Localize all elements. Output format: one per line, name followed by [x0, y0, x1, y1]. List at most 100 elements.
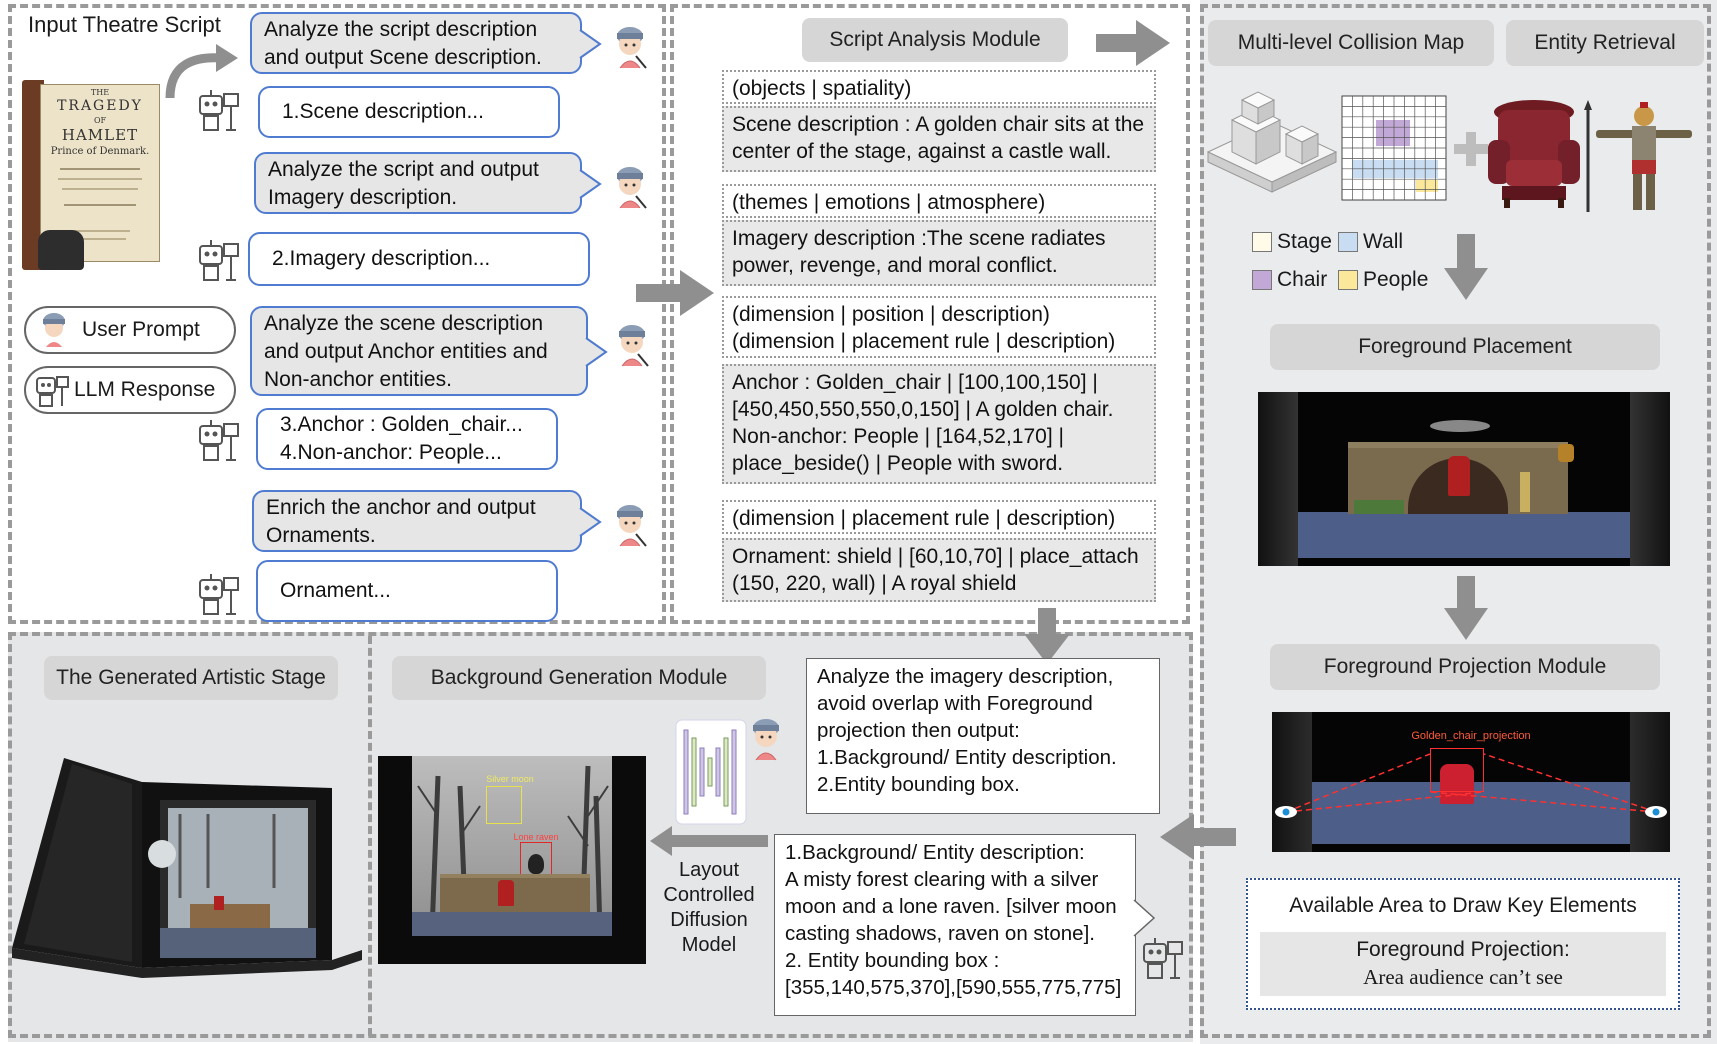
silver-moon-bbox — [486, 786, 522, 824]
user-avatar-icon — [619, 325, 649, 367]
response-bubble-4: Ornament... — [256, 560, 558, 622]
legend-user-label: User Prompt — [82, 318, 200, 341]
response-bubble-3: 3.Anchor : Golden_chair... 4.Non-anchor:… — [256, 408, 558, 470]
background-response-box: 1.Background/ Entity description: A mist… — [774, 834, 1136, 1016]
prompt-bubble-2: Analyze the script and output Imagery de… — [254, 152, 582, 214]
analysis-row-5: (dimension | position | description) (di… — [722, 296, 1156, 358]
projection-render: Golden_chair_projection — [1272, 712, 1670, 852]
lone-raven-label: Lone raven — [513, 832, 559, 842]
prompt-bubble-4: Enrich the anchor and output Ornaments. — [252, 490, 582, 552]
arrow-input-to-analysis — [636, 270, 714, 316]
user-avatar-icon — [617, 505, 647, 547]
projection-caption-box: Foreground Projection: Area audience can… — [1260, 932, 1666, 996]
projection-lines — [1285, 753, 1657, 813]
user-avatar-icon — [617, 27, 647, 69]
robot-icon — [199, 420, 239, 461]
robot-icon — [1143, 938, 1183, 979]
prompt-bubble-1: Analyze the script description and outpu… — [250, 12, 582, 74]
arrow-down-2 — [1444, 576, 1488, 640]
analysis-module-title: Script Analysis Module — [802, 18, 1068, 62]
analysis-row-1: (objects | spatiality) — [722, 70, 1156, 104]
analysis-row-4: Imagery description :The scene radiates … — [722, 220, 1156, 286]
diffusion-unet-icon — [675, 719, 747, 825]
arrow-analysis-to-right — [1096, 20, 1170, 66]
armchair-image — [1488, 100, 1580, 208]
projection-module-title: Foreground Projection Module — [1270, 644, 1660, 690]
bubble-tail-3 — [585, 337, 608, 367]
legend-wall-swatch — [1338, 232, 1358, 252]
analysis-row-3: (themes | emotions | atmosphere) — [722, 184, 1156, 218]
person-figure-image — [1584, 100, 1692, 212]
legend-stage-swatch — [1252, 232, 1272, 252]
arrow-down-1 — [1444, 234, 1488, 300]
legend-people: People — [1338, 268, 1428, 292]
legend-llm-response: LLM Response — [24, 366, 236, 414]
legend-people-swatch — [1338, 270, 1358, 290]
analysis-row-6: Anchor : Golden_chair | [100,100,150] | … — [722, 364, 1156, 484]
grid-collision-map — [1341, 95, 1447, 201]
arrow-to-background-render — [650, 826, 768, 856]
input-panel-title: Input Theatre Script — [28, 12, 221, 37]
legend-wall: Wall — [1338, 230, 1403, 254]
bubble-tail-2 — [579, 169, 602, 199]
legend-chair-swatch — [1252, 270, 1272, 290]
legend-user-prompt: User Prompt — [24, 306, 236, 354]
response-bubble-2: 2.Imagery description... — [248, 232, 590, 286]
plus-icon — [1454, 132, 1488, 166]
prompt-bubble-3: Analyze the scene description and output… — [250, 306, 588, 396]
voxel-collision-image — [1206, 91, 1338, 193]
legend-wall-label: Wall — [1363, 230, 1404, 253]
foreground-placement-render — [1258, 392, 1670, 566]
robot-icon — [199, 90, 239, 131]
background-prompt-box: Analyze the imagery description, avoid o… — [806, 658, 1160, 814]
legend-stage-label: Stage — [1277, 230, 1332, 253]
user-avatar-icon — [617, 167, 647, 209]
robot-icon — [199, 574, 239, 615]
robot-icon — [199, 240, 239, 281]
analysis-row-7: (dimension | placement rule | descriptio… — [722, 500, 1156, 534]
user-avatar-icon — [753, 719, 779, 761]
book-line1: THE — [90, 88, 110, 97]
background-render: Silver moon Lone raven — [378, 756, 646, 964]
right-panel-frame — [1200, 4, 1711, 1038]
eye-icon — [1645, 806, 1667, 818]
collision-map-title: Multi-level Collision Map — [1208, 20, 1494, 66]
generated-stage-image — [12, 758, 362, 978]
projection-label: Golden_chair_projection — [1411, 730, 1531, 742]
arrow-right-to-bottom — [1160, 814, 1236, 860]
bottom-divider — [368, 636, 372, 1036]
user-avatar-icon — [43, 313, 65, 347]
analysis-row-8: Ornament: shield | [60,10,70] | place_at… — [722, 538, 1156, 602]
diffusion-model-label: Layout Controlled Diffusion Model — [663, 859, 755, 956]
legend-llm-label: LLM Response — [74, 378, 216, 401]
eye-icon — [1275, 806, 1297, 818]
book-line3: OF — [93, 116, 107, 125]
analysis-panel-frame — [670, 4, 1190, 624]
arrow-analysis-to-background — [1024, 608, 1070, 664]
silver-moon-label: Silver moon — [486, 774, 534, 784]
analysis-row-2: Scene description : A golden chair sits … — [722, 106, 1156, 172]
book-line4: HAMLET — [61, 126, 139, 144]
book-line5: Prince of Denmark. — [50, 146, 150, 157]
foreground-placement-title: Foreground Placement — [1270, 324, 1660, 370]
legend-people-label: People — [1363, 268, 1429, 291]
legend-stage: Stage — [1252, 230, 1332, 254]
response-bubble-1: 1.Scene description... — [258, 86, 560, 138]
curved-arrow — [165, 44, 238, 99]
legend-chair: Chair — [1252, 268, 1327, 292]
projection-caption-2: Area audience can’t see — [1363, 965, 1563, 989]
bubble-tail-4 — [579, 507, 602, 537]
robot-icon — [36, 376, 69, 407]
background-module-title: Background Generation Module — [392, 656, 766, 700]
response-box-tail — [1133, 899, 1156, 937]
input-panel-frame — [8, 4, 666, 624]
book-line2: TRAGEDY — [57, 98, 143, 114]
projection-caption-1: Foreground Projection: — [1356, 938, 1570, 961]
forest-trees — [417, 765, 609, 933]
available-area-box: Available Area to Draw Key Elements Fore… — [1246, 878, 1680, 1010]
hamlet-book-image: THE TRAGEDY OF HAMLET Prince of Denmark. — [22, 80, 162, 270]
generated-stage-title: The Generated Artistic Stage — [44, 656, 338, 700]
available-area-title: Available Area to Draw Key Elements — [1289, 894, 1637, 917]
entity-retrieval-title: Entity Retrieval — [1506, 20, 1704, 66]
bubble-tail-1 — [579, 29, 602, 59]
